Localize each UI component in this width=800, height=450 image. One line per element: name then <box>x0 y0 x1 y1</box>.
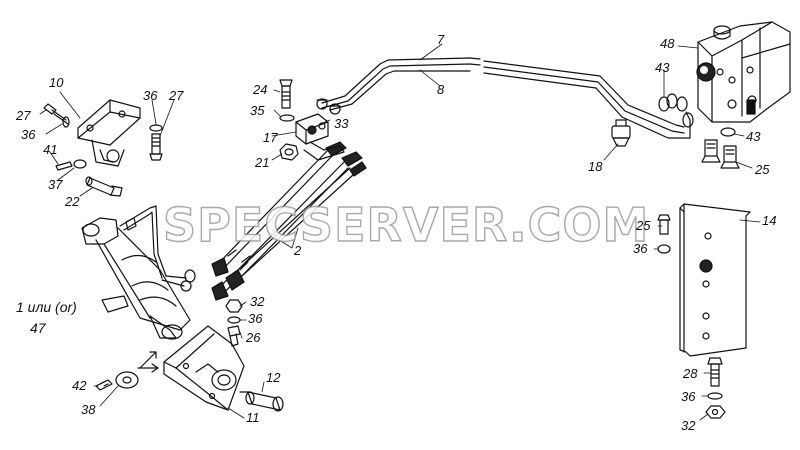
callout-27-left: 27 <box>16 108 31 123</box>
callout-26: 26 <box>246 330 261 345</box>
callout-24: 24 <box>253 82 268 97</box>
bracket-11 <box>163 325 245 411</box>
bolt-26 <box>227 325 241 347</box>
callout-36-plate: 36 <box>633 241 648 256</box>
bolt-27-upright <box>149 133 163 161</box>
washer-37 <box>73 159 87 169</box>
leader-lines <box>39 43 761 421</box>
washer-36-mid <box>227 316 241 324</box>
callout-14: 14 <box>762 213 777 228</box>
hose-2 <box>211 141 367 301</box>
bracket-10 <box>77 99 141 167</box>
nut-32-low <box>705 405 726 419</box>
pipe-8 <box>329 70 691 139</box>
assembly-arrows <box>137 351 159 373</box>
bolt-24 <box>279 79 293 109</box>
callout-10: 10 <box>49 75 64 90</box>
pin-41 <box>55 161 73 171</box>
callout-8: 8 <box>437 82 445 97</box>
callout-21: 21 <box>255 155 270 170</box>
callout-18: 18 <box>588 159 603 174</box>
washer-36-low <box>707 392 723 400</box>
washer-43 <box>720 127 736 137</box>
callout-28: 28 <box>683 366 698 381</box>
washer-38 <box>115 371 139 389</box>
callout-22: 22 <box>65 194 80 209</box>
washer-36-left <box>62 116 70 128</box>
bolt-27-left <box>43 103 69 125</box>
callout-32-low: 32 <box>681 418 696 433</box>
callout-27-upright: 27 <box>169 88 184 103</box>
callout-17: 17 <box>263 130 278 145</box>
callout-2: 2 <box>294 243 302 258</box>
callout-35: 35 <box>250 103 265 118</box>
callout-42: 42 <box>72 378 87 393</box>
callout-36-upright: 36 <box>143 88 158 103</box>
callout-43-right: 43 <box>746 129 761 144</box>
callout-38: 38 <box>81 402 96 417</box>
callout-12: 12 <box>266 370 281 385</box>
callout-36-left: 36 <box>21 127 36 142</box>
washer-35 <box>279 114 295 122</box>
callout-43-top: 43 <box>655 60 670 75</box>
callout-25-right: 25 <box>755 162 770 177</box>
block-17 <box>295 113 345 161</box>
callout-36-low: 36 <box>681 389 696 404</box>
bolt-22 <box>85 176 123 197</box>
reservoir-48 <box>696 21 791 123</box>
part-note-line2: 47 <box>30 320 46 336</box>
callout-32-mid: 32 <box>250 294 265 309</box>
callout-25-plate: 25 <box>636 218 651 233</box>
pin-12 <box>239 391 284 412</box>
pipe-fitting-right <box>658 93 694 128</box>
callout-7: 7 <box>437 32 445 47</box>
bolt-18 <box>611 119 631 147</box>
cylinder-assembly <box>81 205 196 340</box>
bolt-28 <box>707 357 723 387</box>
pipe-7 <box>321 57 685 134</box>
pipe-fitting-left <box>316 98 341 115</box>
part-note-line1: 1 или (or) <box>16 299 77 315</box>
callout-33: 33 <box>334 116 349 131</box>
callout-48: 48 <box>660 36 675 51</box>
callout-37: 37 <box>48 177 63 192</box>
bracket-plate-14 <box>679 203 751 357</box>
bolt-25-small <box>657 214 671 235</box>
fitting-25-pair <box>701 139 740 169</box>
watermark: SPECSERVER.COM <box>162 197 650 252</box>
cotter-pin-42 <box>95 379 113 391</box>
nut-32-mid <box>225 299 243 313</box>
callout-36-mid: 36 <box>248 311 263 326</box>
callout-41: 41 <box>43 142 58 157</box>
washer-36-upright <box>149 124 163 132</box>
callout-11: 11 <box>246 410 260 425</box>
washer-36-plate <box>657 244 671 254</box>
nut-21 <box>279 143 299 161</box>
